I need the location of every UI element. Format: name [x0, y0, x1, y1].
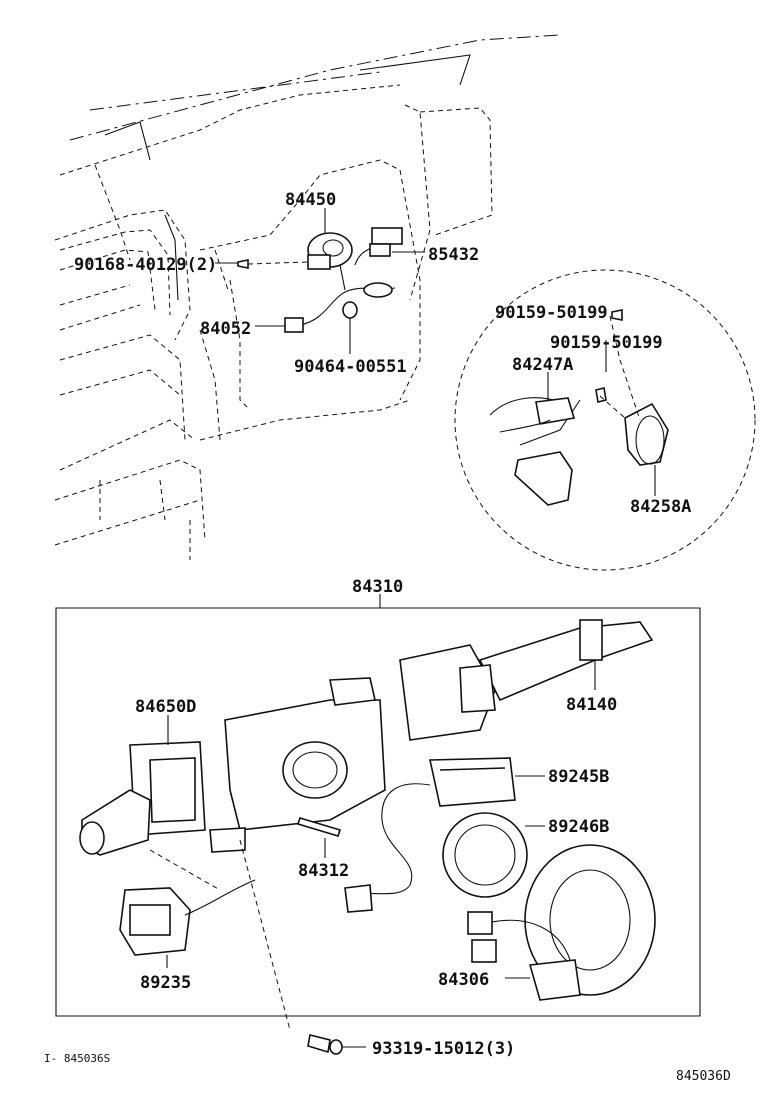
footer-left-code: I- 845036S: [44, 1052, 110, 1065]
lever-84650D: [79, 715, 206, 856]
label-93319-15012: 93319-15012(3): [372, 1039, 515, 1059]
label-84306: 84306: [438, 970, 489, 990]
screw-93319: [307, 1034, 366, 1055]
steering-wheel-inset: [454, 269, 756, 571]
footer-right-code: 845036D: [676, 1069, 731, 1084]
leaders-upper: [215, 208, 425, 354]
label-84052: 84052: [200, 319, 251, 339]
label-89245B: 89245B: [548, 767, 609, 787]
switch-body-84310: [209, 677, 386, 1031]
label-90159-50199-b: 90159-50199: [550, 333, 663, 353]
label-84450: 84450: [285, 190, 336, 210]
label-89246B: 89246B: [548, 817, 609, 837]
harness-84052: [284, 264, 396, 333]
connector-85432: [354, 227, 403, 266]
pin-84312: [296, 817, 342, 858]
spiral-cable-84306: [467, 844, 656, 1001]
label-90464-00551: 90464-00551: [294, 357, 407, 377]
label-84312: 84312: [298, 861, 349, 881]
ring-89246B: [442, 812, 545, 898]
label-84258A: 84258A: [630, 497, 691, 517]
label-85432: 85432: [428, 245, 479, 265]
label-90168-40129: 90168-40129(2): [74, 255, 217, 275]
screw-90168: [237, 259, 309, 269]
label-84140: 84140: [566, 695, 617, 715]
clock-spring-84450: [307, 232, 353, 270]
dashboard-outline: [54, 34, 561, 560]
sensor-89245B: [344, 757, 545, 913]
label-90159-50199-a: 90159-50199: [495, 303, 608, 323]
label-84310: 84310: [352, 577, 403, 597]
label-84247A: 84247A: [512, 355, 573, 375]
label-89235: 89235: [140, 973, 191, 993]
switch-89235: [119, 849, 256, 968]
lever-84140: [399, 619, 654, 741]
label-84650D: 84650D: [135, 697, 196, 717]
combination-switch-box: [55, 594, 701, 1017]
